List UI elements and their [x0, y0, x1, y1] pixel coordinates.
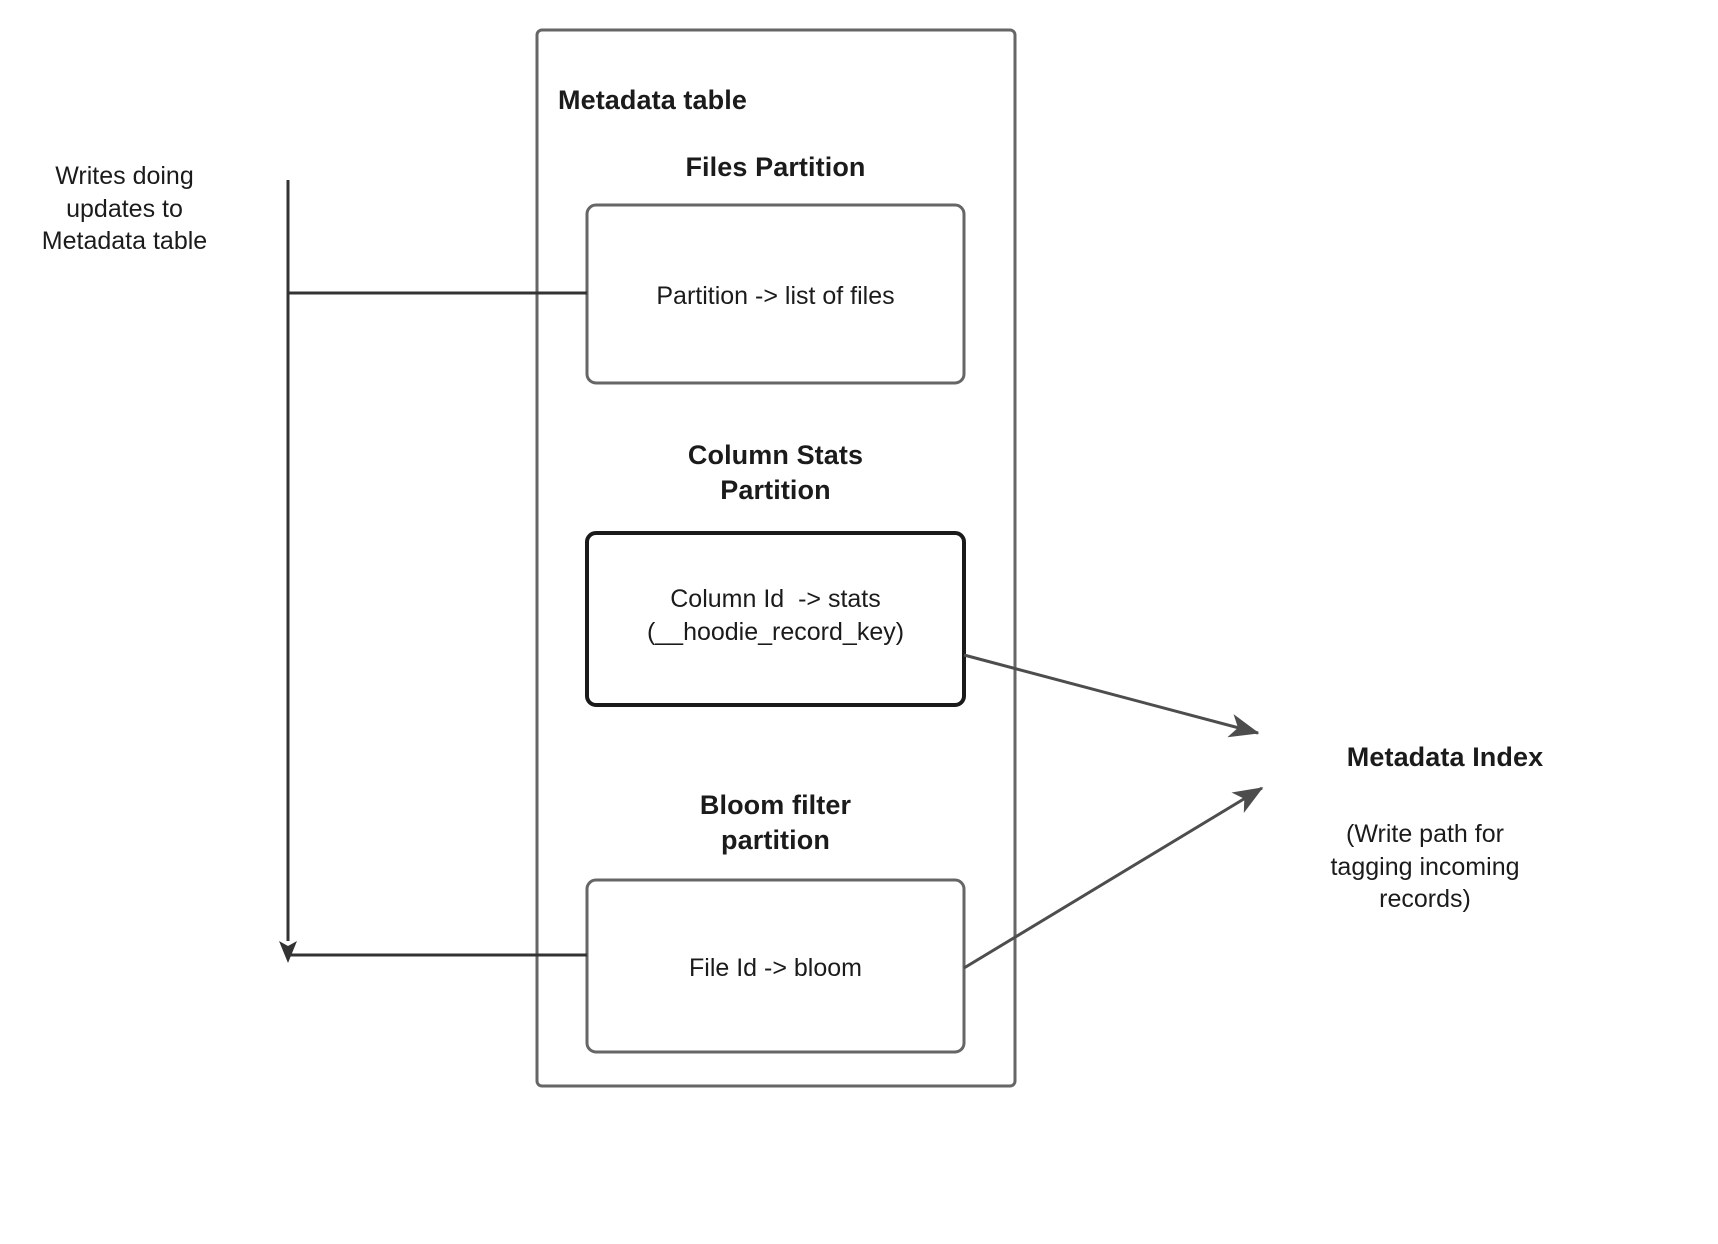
bloom-filter-partition-box [585, 878, 966, 1054]
column-stats-partition-heading: Column Stats Partition [687, 440, 864, 506]
column-stats-to-metadata-index-arrow [963, 653, 1260, 738]
column-stats-partition-box-label: Column Id -> stats (__hoodie_record_key) [646, 585, 905, 646]
bloom-filter-partition-heading: Bloom filter partition [699, 790, 852, 856]
bloom-filter-partition-box-label: File Id -> bloom [689, 954, 862, 982]
bloom-to-metadata-index-arrow [963, 786, 1264, 970]
metadata-table-container [535, 28, 1017, 1088]
metadata-index-subtitle: (Write path for tagging incoming records… [1330, 820, 1520, 913]
writes-trunk-arrowhead-icon [279, 941, 297, 963]
column-stats-partition-box [585, 531, 966, 707]
metadata-index-title: Metadata Index [1346, 742, 1544, 772]
metadata-table-title: Metadata table [558, 85, 747, 115]
files-partition-heading: Files Partition [685, 152, 866, 182]
files-partition-box-label: Partition -> list of files [656, 282, 895, 310]
writes-note-label: Writes doing updates to Metadata table [41, 162, 208, 255]
